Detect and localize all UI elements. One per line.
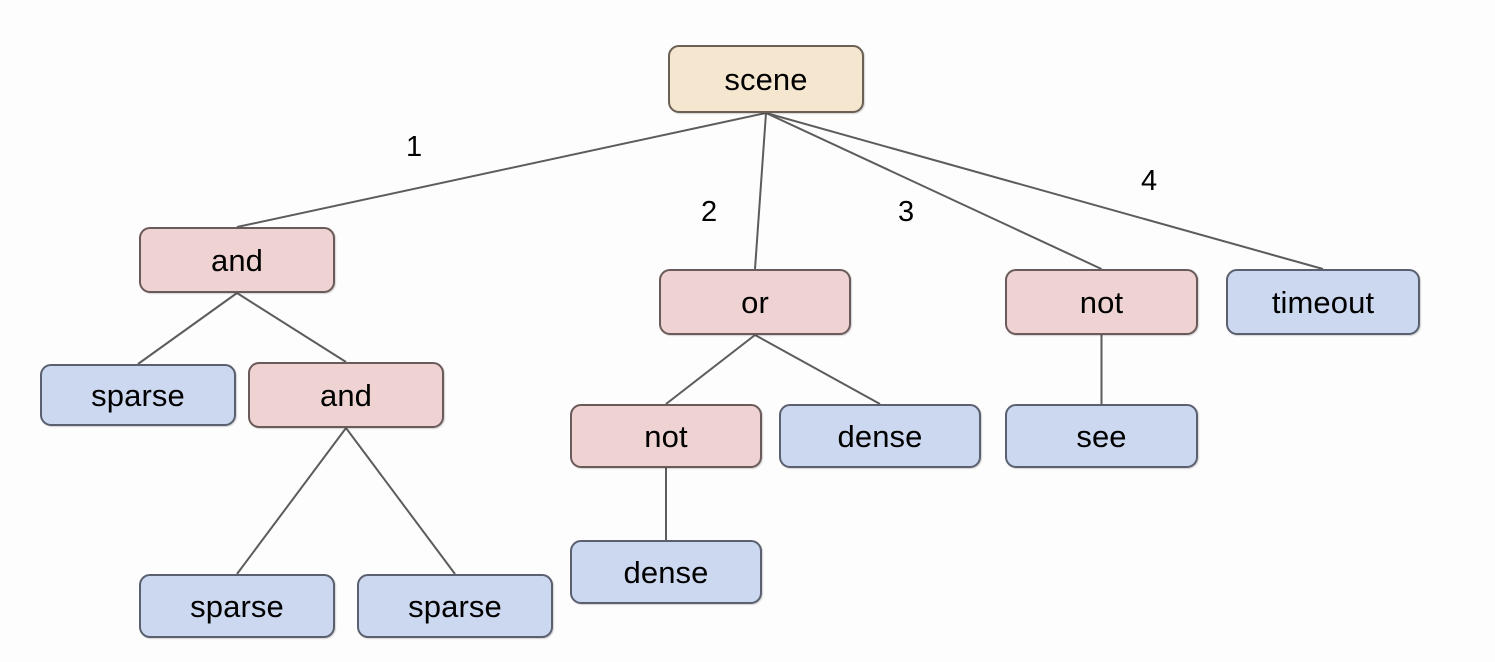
- edge-label-1: 1: [406, 131, 423, 163]
- tree-node-label: and: [319, 377, 373, 413]
- tree-node-and1[interactable]: and: [139, 227, 335, 293]
- tree-node-label: not: [1079, 284, 1124, 320]
- tree-edge-scene-to-timeout1: [765, 112, 1324, 270]
- tree-node-not2[interactable]: not: [570, 404, 762, 468]
- tree-edge-scene-to-and1: [236, 112, 767, 228]
- tree-node-sparse3[interactable]: sparse: [357, 574, 553, 638]
- tree-node-label: sparse: [190, 588, 284, 624]
- tree-edge-scene-to-not1: [765, 112, 1102, 270]
- tree-node-label: or: [741, 284, 769, 320]
- edge-label-4: 4: [1141, 165, 1158, 197]
- tree-node-label: and: [210, 242, 264, 278]
- tree-node-not1[interactable]: not: [1005, 269, 1198, 335]
- tree-node-see1[interactable]: see: [1005, 404, 1198, 468]
- tree-node-label: not: [644, 418, 688, 454]
- edge-label-3: 3: [898, 196, 915, 228]
- tree-edge-and1-to-and2: [236, 292, 347, 363]
- tree-node-label: dense: [623, 554, 709, 590]
- tree-node-scene[interactable]: scene: [668, 45, 864, 113]
- tree-node-dense2[interactable]: dense: [570, 540, 762, 604]
- tree-node-label: see: [1076, 418, 1127, 454]
- edge-label-2: 2: [701, 196, 718, 228]
- tree-node-sparse2[interactable]: sparse: [139, 574, 335, 638]
- tree-edge-scene-to-or1: [754, 112, 767, 270]
- tree-edge-and2-to-sparse3: [345, 427, 456, 575]
- tree-node-label: timeout: [1271, 284, 1375, 320]
- tree-node-and2[interactable]: and: [248, 362, 444, 428]
- tree-node-label: scene: [724, 61, 808, 97]
- tree-edge-and1-to-sparse1: [137, 292, 238, 365]
- tree-edge-and2-to-sparse2: [236, 427, 347, 575]
- tree-node-label: sparse: [91, 377, 185, 413]
- tree-node-timeout1[interactable]: timeout: [1226, 269, 1420, 335]
- tree-node-dense1[interactable]: dense: [779, 404, 981, 468]
- tree-edge-or1-to-not2: [665, 334, 756, 405]
- tree-node-sparse1[interactable]: sparse: [40, 364, 236, 426]
- tree-node-label: dense: [837, 418, 923, 454]
- tree-node-or1[interactable]: or: [659, 269, 851, 335]
- tree-node-label: sparse: [408, 588, 502, 624]
- tree-edge-or1-to-dense1: [754, 334, 881, 405]
